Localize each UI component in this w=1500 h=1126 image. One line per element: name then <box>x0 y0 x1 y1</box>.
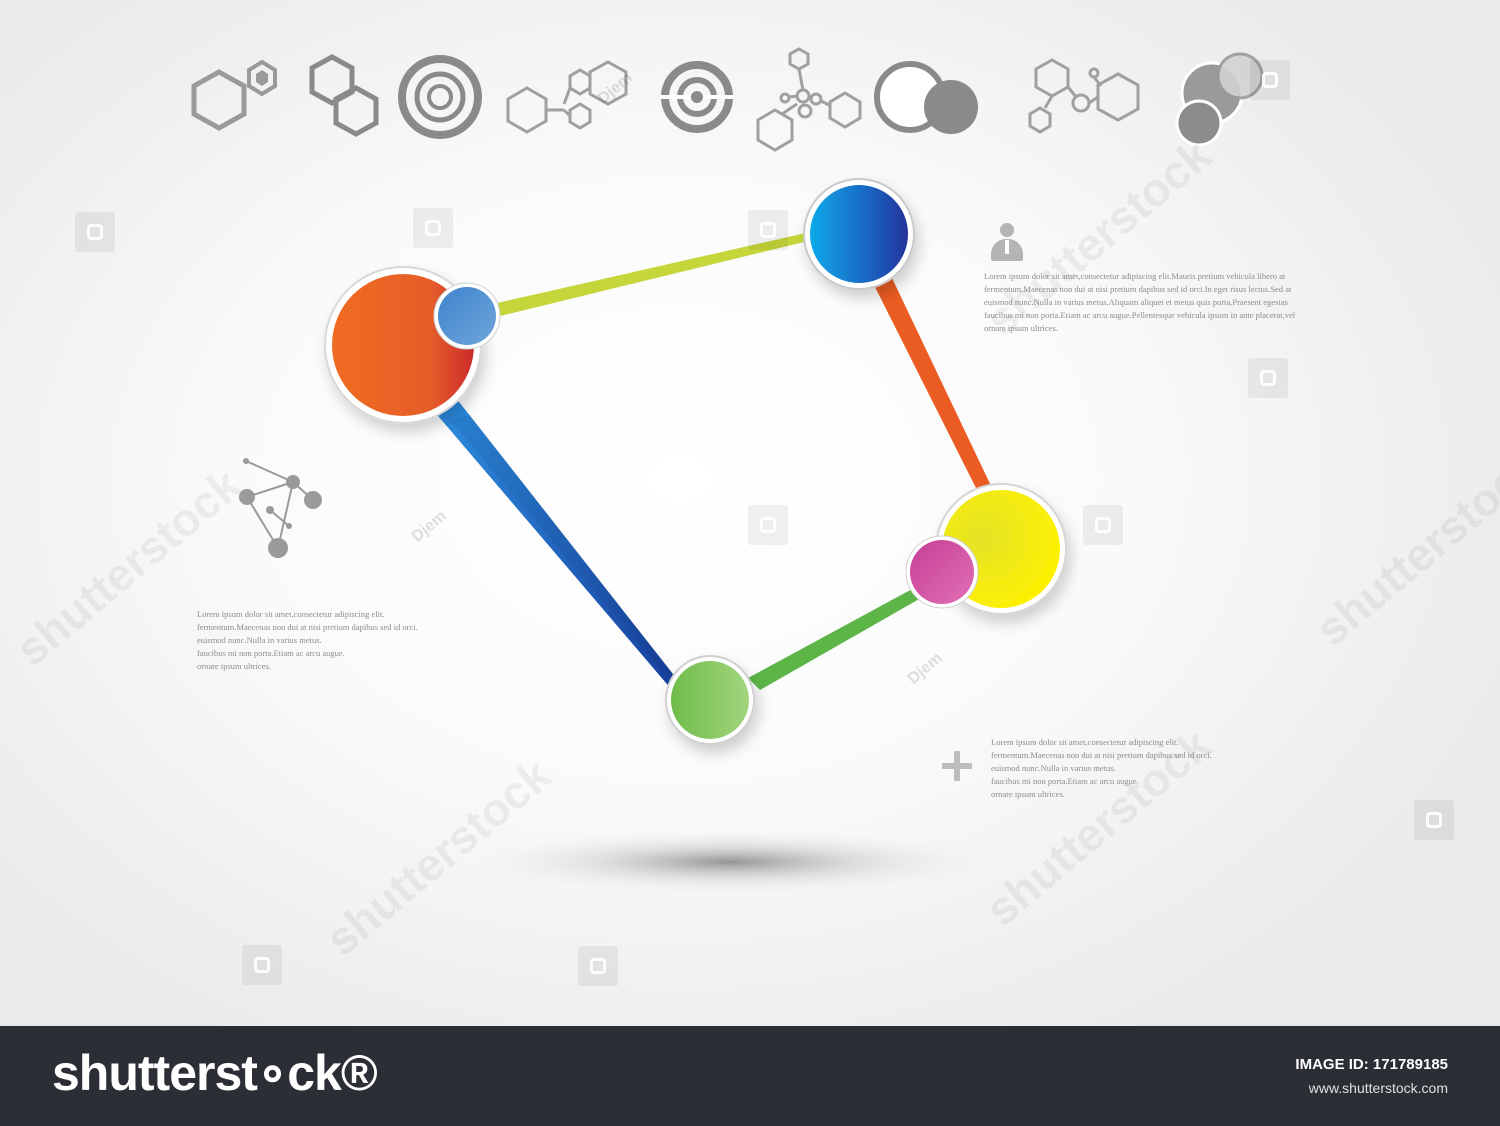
plus-icon <box>940 751 973 781</box>
stacked-hexagons-icon <box>309 54 379 137</box>
hexagon-pair-icon <box>191 59 277 131</box>
connector-orange-to-blue <box>488 232 812 318</box>
connector-orange-to-green <box>433 398 684 690</box>
small-molecule-icon <box>239 458 322 558</box>
hexagon-chain-icon <box>506 60 628 134</box>
site-url: www.shutterstock.com <box>1308 1080 1448 1096</box>
ground-shadow <box>470 830 990 894</box>
concentric-circles-icon <box>398 55 482 139</box>
network-diagram <box>191 47 1264 894</box>
connector-blue-to-yellow <box>873 276 993 496</box>
connector-yellow-to-green <box>748 588 921 690</box>
overlapping-circles-icon <box>874 61 978 134</box>
pink-node <box>905 535 979 609</box>
image-id-label: IMAGE ID: 171789185 <box>1295 1056 1448 1073</box>
target-circle-icon <box>660 61 734 133</box>
text-block-right-top: Lorem ipsum dolor sit amet,consectetur a… <box>984 271 1296 333</box>
light-blue-node <box>433 282 501 350</box>
circle-cluster-icon <box>1175 52 1264 147</box>
green-node <box>665 655 755 745</box>
brand-logo: shutterst∘ck® <box>52 1045 378 1101</box>
molecule-network-icon <box>756 47 862 152</box>
person-icon <box>991 223 1023 265</box>
blue-node <box>803 178 915 290</box>
diagram-canvas: Lorem ipsum dolor sit amet,consectetur a… <box>0 0 1500 1026</box>
text-block-right-bottom: Lorem ipsum dolor sit amet,consectetur a… <box>991 737 1212 799</box>
text-block-left: Lorem ipsum dolor sit amet,consectetur a… <box>197 609 418 671</box>
hexagon-molecule-icon <box>1028 58 1140 134</box>
footer-bar: shutterst∘ck® IMAGE ID: 171789185 www.sh… <box>0 1026 1500 1126</box>
